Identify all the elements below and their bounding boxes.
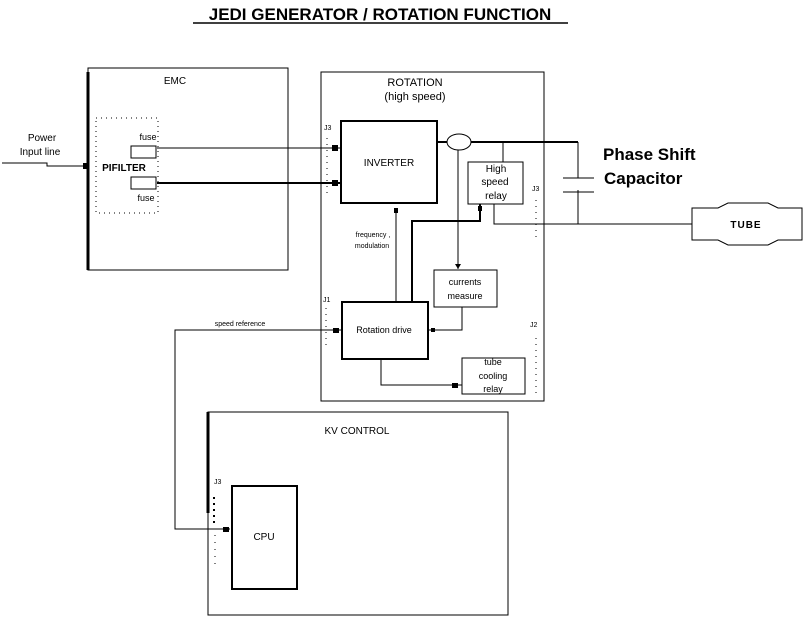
tube-label: TUBE xyxy=(730,220,761,231)
relay-label-line3: relay xyxy=(485,191,507,202)
tube-shape xyxy=(691,202,803,246)
fuse-bottom-label: fuse xyxy=(137,193,154,203)
currents-label-line1: currents xyxy=(449,277,482,287)
cooling-relay-terminal xyxy=(452,383,458,388)
cpu-label: CPU xyxy=(253,532,274,543)
kv-control-label: KV CONTROL xyxy=(324,426,389,437)
relay-control-terminal xyxy=(478,206,482,211)
kv-control-box xyxy=(207,411,509,616)
drive-speed-ref-terminal xyxy=(333,328,339,333)
rotation-drive-label: Rotation drive xyxy=(356,325,412,335)
power-input-label-line1: Power xyxy=(28,133,57,144)
fuse-top-label: fuse xyxy=(139,132,156,142)
tube-cooling-relay-box xyxy=(461,357,526,395)
currents-input-arrow-icon xyxy=(455,264,461,269)
capacitor-label-line1: Phase Shift xyxy=(603,145,696,164)
relay-label-line1: High xyxy=(486,164,507,175)
power-input-label-line2: Input line xyxy=(20,147,61,158)
wire-relay-to-tube xyxy=(493,204,692,225)
wire-drive-to-cooling xyxy=(380,359,462,386)
pifilter-label: PIFILTER xyxy=(102,163,146,174)
currents-measure-box xyxy=(433,269,498,308)
power-input-terminal xyxy=(83,163,89,169)
speed-reference-label: speed reference xyxy=(215,321,266,328)
fuse-bottom xyxy=(130,176,157,190)
connector-j3-kv-label: J3 xyxy=(214,479,222,486)
wire-drive-to-relay xyxy=(411,204,481,302)
connector-j3-inverter-label: J3 xyxy=(324,125,332,132)
capacitor-label-line2: Capacitor xyxy=(604,169,683,188)
rotation-module: ROTATION (high speed) J3 INVERTER High s… xyxy=(320,71,545,402)
rotation-box xyxy=(320,71,545,402)
cooling-label-line1: tube xyxy=(484,357,502,367)
diagram-title: JEDI GENERATOR / ROTATION FUNCTION xyxy=(209,5,552,24)
inverter-input-terminal-bottom xyxy=(332,180,338,186)
emc-label: EMC xyxy=(164,76,186,87)
fuse-top xyxy=(130,145,157,159)
wire-currents-to-drive xyxy=(428,307,463,331)
freq-mod-label-line2: modulation xyxy=(355,243,389,250)
cpu-speed-ref-terminal xyxy=(223,527,229,532)
current-sensor-icon xyxy=(446,133,472,151)
drive-currents-terminal xyxy=(431,328,435,332)
wire-speed-reference xyxy=(174,329,342,530)
currents-label-line2: measure xyxy=(447,291,482,301)
relay-label-line2: speed xyxy=(481,177,508,188)
cooling-label-line3: relay xyxy=(483,384,503,394)
inverter-label: INVERTER xyxy=(364,158,414,169)
cpu-box xyxy=(231,485,298,590)
freq-mod-label-line1: frequency , xyxy=(356,232,391,239)
connector-j1-label: J1 xyxy=(323,297,331,304)
kv-control-module: KV CONTROL J3 CPU xyxy=(206,411,509,616)
rotation-label-line2: (high speed) xyxy=(384,91,445,103)
connector-j2-label: J2 xyxy=(530,322,538,329)
power-input-line xyxy=(2,162,86,167)
inverter-control-terminal xyxy=(394,208,398,213)
inverter-box xyxy=(340,120,438,204)
high-speed-relay-box xyxy=(467,161,524,205)
connector-j3-relay-label: J3 xyxy=(532,186,540,193)
rotation-label-line1: ROTATION xyxy=(387,77,442,89)
inverter-input-terminal-top xyxy=(332,145,338,151)
cooling-label-line2: cooling xyxy=(479,371,508,381)
pifilter-dotted-box xyxy=(95,117,159,214)
emc-module: EMC PIFILTER fuse fuse xyxy=(86,67,289,271)
